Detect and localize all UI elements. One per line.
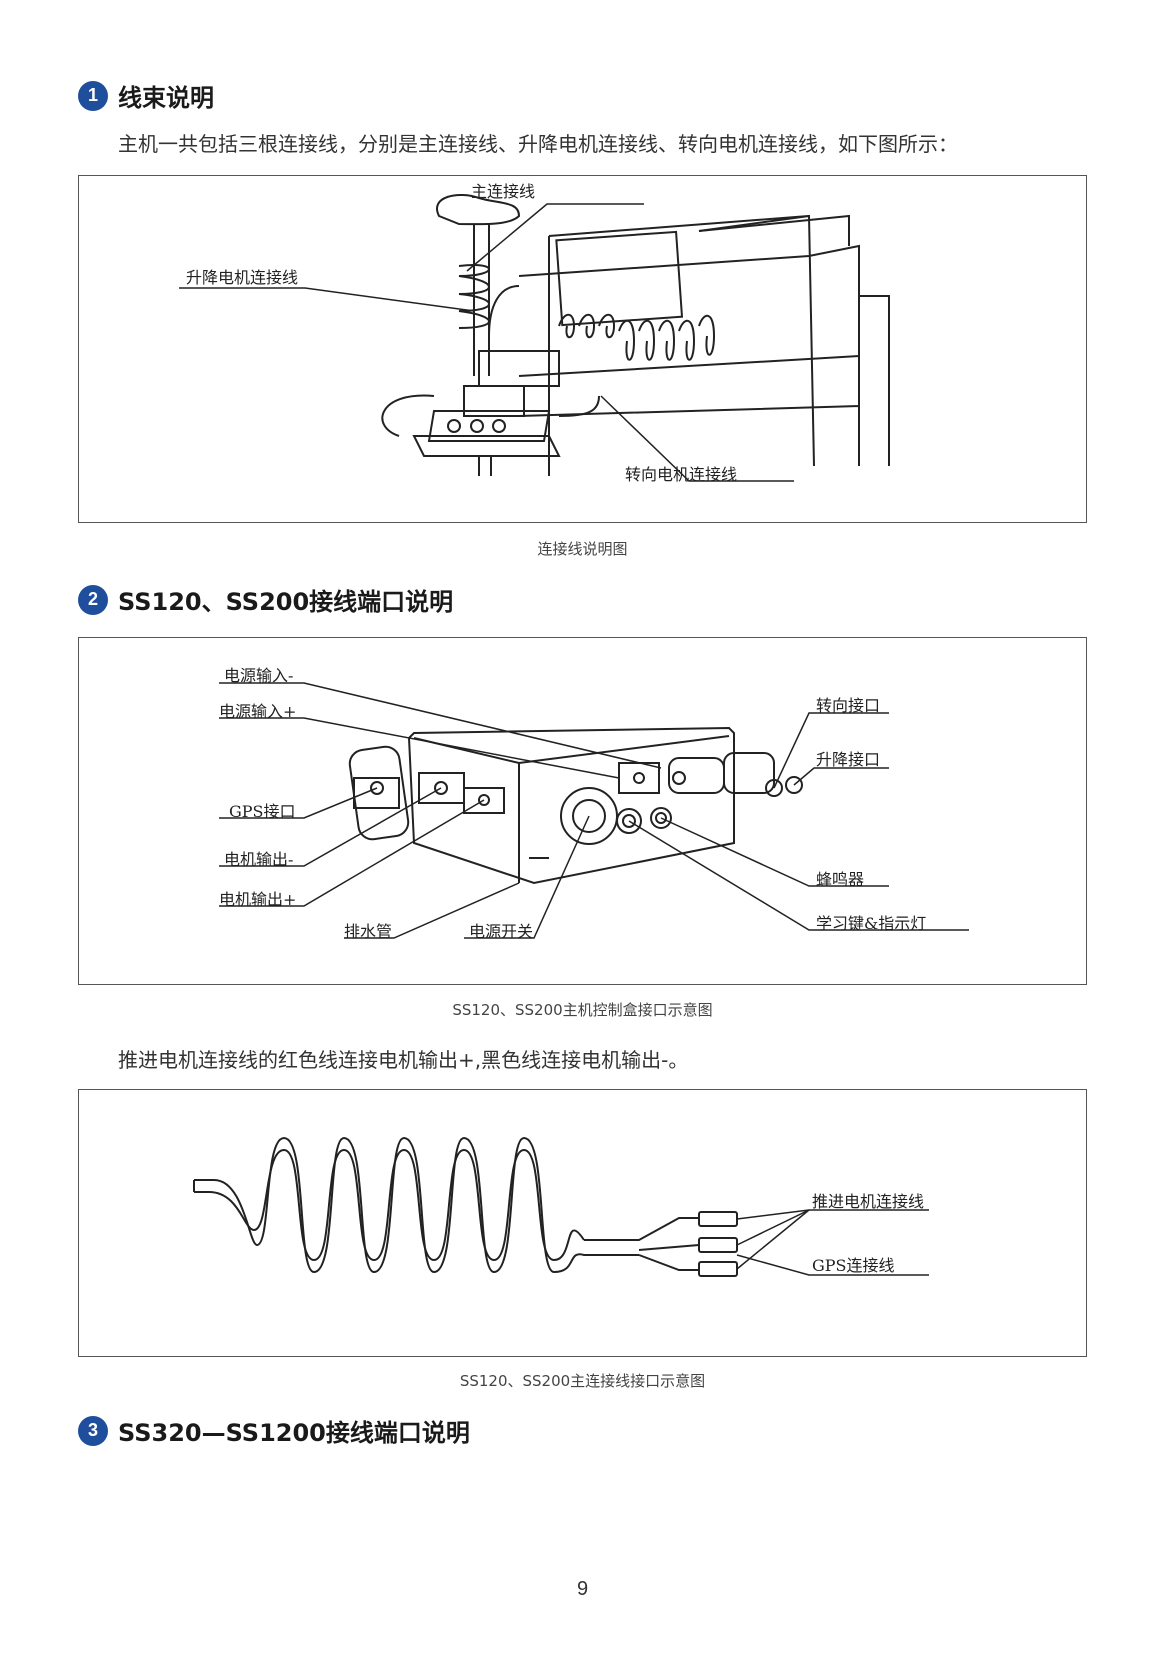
main-cable-label: 主连接线 xyxy=(471,182,536,201)
section-title: 线束说明 xyxy=(118,84,214,112)
section-number-badge: 2 xyxy=(78,584,108,615)
section-number-badge: 3 xyxy=(78,1415,108,1446)
power-input-neg-label: 电源输入- xyxy=(224,666,294,685)
section-number-badge: 1 xyxy=(78,80,108,111)
motor-cable-label: 推进电机连接线 xyxy=(812,1192,925,1211)
control-box-illustration xyxy=(219,682,969,939)
section-title: SS320—SS1200接线端口说明 xyxy=(118,1419,470,1447)
section-3-heading: 3 SS320—SS1200接线端口说明 xyxy=(78,1413,470,1448)
harness-illustration xyxy=(179,194,890,482)
lift-cable-label: 升降电机连接线 xyxy=(186,268,299,287)
figure-1-caption: 连接线说明图 xyxy=(537,540,628,558)
lift-port-label: 升降接口 xyxy=(816,750,881,769)
power-switch-label: 电源开关 xyxy=(469,922,534,941)
steer-cable-label: 转向电机连接线 xyxy=(625,465,738,484)
learn-key-label: 学习键&指示灯 xyxy=(816,914,927,933)
steer-port-label: 转向接口 xyxy=(816,696,881,715)
page-number: 9 xyxy=(576,1578,589,1600)
section-2-text: 推进电机连接线的红色线连接电机输出+,黑色线连接电机输出-。 xyxy=(118,1048,689,1072)
control-box-figure: 电源输入- 电源输入+ GPS接口 电机输出- 电机输出+ 排水管 电源开关 转… xyxy=(78,637,1087,985)
section-title: SS120、SS200接线端口说明 xyxy=(118,588,454,616)
figure-3-caption: SS120、SS200主连接线接口示意图 xyxy=(459,1372,706,1390)
section-1-text: 主机一共包括三根连接线，分别是主连接线、升降电机连接线、转向电机连接线，如下图所… xyxy=(118,132,958,156)
motor-output-neg-label: 电机输出- xyxy=(224,850,294,869)
main-cable-figure: 推进电机连接线 GPS连接线 xyxy=(78,1089,1087,1357)
section-1-heading: 1 线束说明 xyxy=(78,78,214,113)
section-2-heading: 2 SS120、SS200接线端口说明 xyxy=(78,582,453,617)
coiled-cable-illustration xyxy=(193,1136,929,1277)
gps-port-label: GPS接口 xyxy=(229,802,296,821)
gps-cable-label: GPS连接线 xyxy=(812,1256,895,1275)
motor-output-pos-label: 电机输出+ xyxy=(219,890,297,909)
power-input-pos-label: 电源输入+ xyxy=(219,702,297,721)
harness-figure: 主连接线 升降电机连接线 转向电机连接线 xyxy=(78,175,1087,523)
drain-pipe-label: 排水管 xyxy=(344,922,393,941)
figure-2-caption: SS120、SS200主机控制盒接口示意图 xyxy=(452,1001,713,1019)
buzzer-label: 蜂鸣器 xyxy=(816,870,865,889)
